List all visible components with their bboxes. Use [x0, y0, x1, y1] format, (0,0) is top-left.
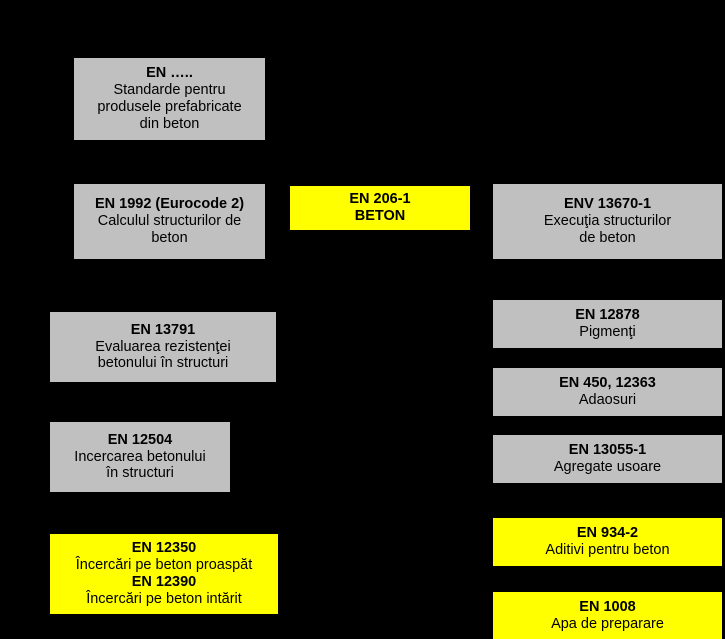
- standard-box-en-13055-1-line-2: Agregate usoare: [553, 459, 662, 475]
- standard-box-en-precast-line-3: produsele prefabricate: [97, 99, 242, 115]
- standard-box-en-13791-line-3: betonului în structuri: [97, 355, 229, 372]
- standard-box-en-13791-line-2: Evaluarea rezistenţei: [95, 338, 231, 355]
- standard-box-en-206-1-line-1: EN 206-1: [349, 191, 411, 208]
- standard-box-en-precast-line-4: din beton: [139, 115, 200, 132]
- standard-box-en-12878-line-1: EN 12878: [575, 307, 640, 324]
- standard-box-en-450-12363-line-2: Adaosuri: [578, 392, 637, 408]
- standard-box-en-13791-line-1: EN 13791: [130, 321, 196, 338]
- standard-box-env-13670-1-line-2: Execuţia structurilor: [543, 213, 672, 230]
- standard-box-en-13055-1-line-1: EN 13055-1: [568, 442, 647, 459]
- standard-box-en-1992: EN 1992 (Eurocode 2)Calculul structurilo…: [74, 184, 265, 259]
- standard-box-en-12504-line-3: în structuri: [106, 465, 174, 482]
- standard-box-en-1008-line-2: Apa de preparare: [551, 615, 664, 632]
- standard-box-env-13670-1-line-1: ENV 13670-1: [563, 196, 652, 213]
- standard-box-en-12504-line-2: Incercarea betonului: [74, 448, 206, 465]
- standard-box-en-12878-line-2: Pigmenţi: [579, 324, 636, 340]
- standard-box-env-13670-1-line-3: de beton: [579, 229, 636, 246]
- standard-box-en-1008-line-1: EN 1008: [579, 598, 636, 615]
- standard-box-en-1992-line-1: EN 1992 (Eurocode 2): [94, 196, 245, 213]
- standard-box-en-12504-line-1: EN 12504: [107, 431, 173, 448]
- standard-box-en-1992-line-3: beton: [151, 229, 188, 246]
- standard-box-en-12350-12390-line-2: Încercări pe beton proaspăt: [75, 557, 253, 574]
- standard-box-en-1992-line-2: Calculul structurilor de: [97, 213, 242, 230]
- standard-box-en-12350-12390-line-1: EN 12350: [131, 540, 197, 557]
- standard-box-en-precast-line-2: Standarde pentru: [113, 82, 226, 99]
- standard-box-en-206-1-line-2: BETON: [354, 208, 406, 224]
- standard-box-en-12350-12390-line-3: EN 12390: [131, 574, 197, 590]
- standard-box-en-precast-line-1: EN …..: [146, 65, 193, 82]
- standard-box-en-934-2-line-2: Aditivi pentru beton: [545, 542, 670, 558]
- standard-box-en-12350-12390-line-4: Încercări pe beton intărit: [86, 590, 242, 607]
- standard-box-en-450-12363-line-1: EN 450, 12363: [559, 375, 656, 392]
- standard-box-en-934-2-line-1: EN 934-2: [576, 525, 639, 542]
